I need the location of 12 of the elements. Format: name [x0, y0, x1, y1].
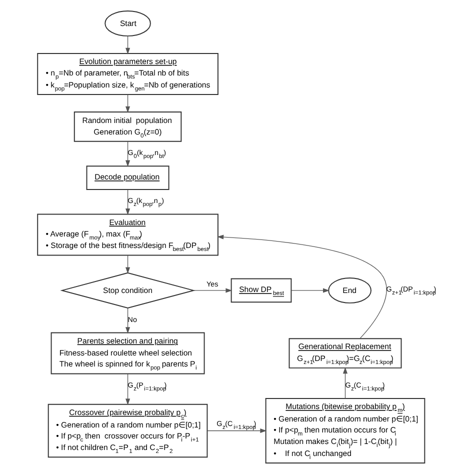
arrow [193, 288, 232, 293]
arrow [126, 255, 130, 274]
arrow [126, 94, 130, 113]
arrow [126, 189, 130, 216]
arrow [342, 367, 348, 399]
arrow [126, 36, 130, 54]
arrow [291, 288, 330, 293]
arrow [126, 308, 130, 334]
arrow [126, 374, 130, 406]
arrow [217, 234, 387, 339]
arrow [207, 428, 267, 434]
arrow [126, 141, 130, 167]
